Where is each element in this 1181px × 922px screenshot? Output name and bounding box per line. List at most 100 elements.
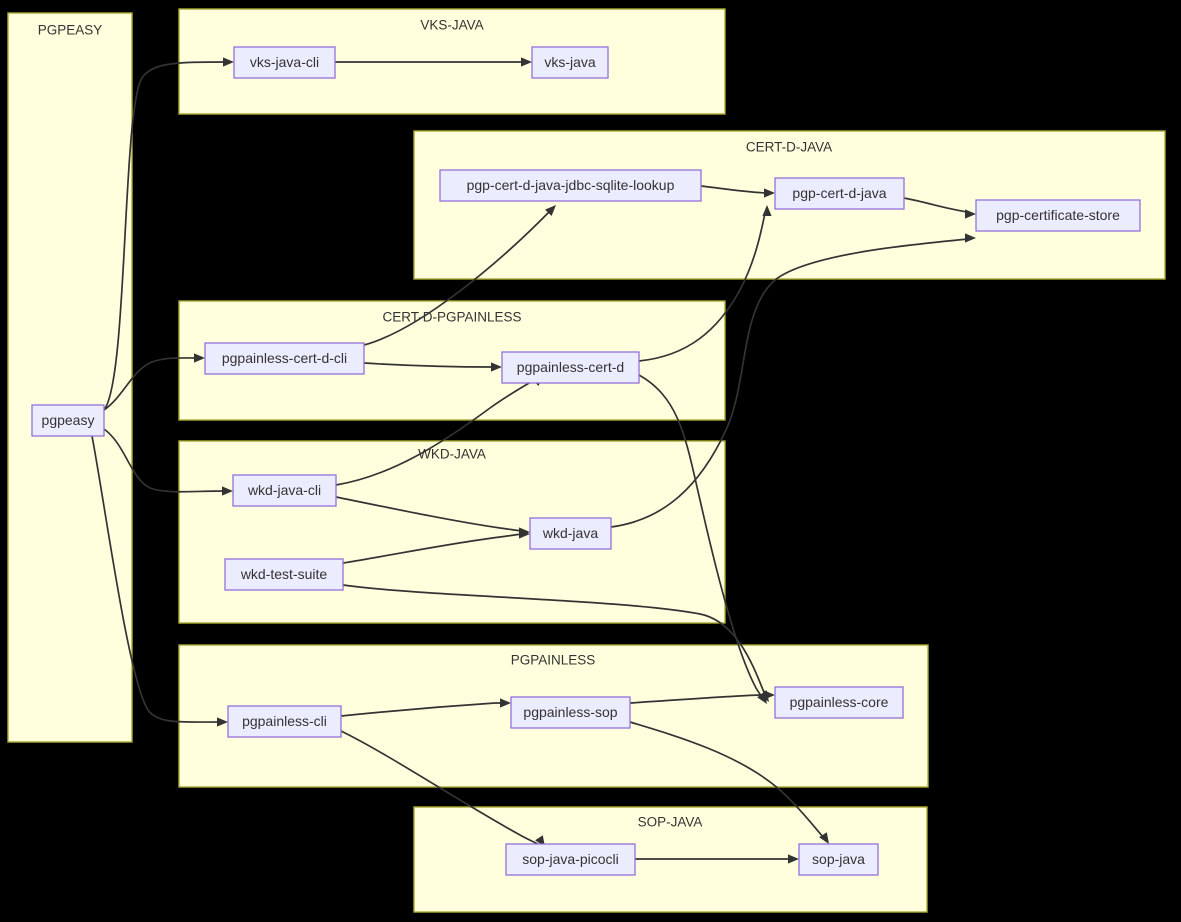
node-pgpainless-cli[interactable]: pgpainless-cli — [227, 705, 342, 738]
node-label: pgpainless-cli — [242, 713, 327, 729]
arrow-head-icon — [965, 209, 976, 219]
edge-line — [342, 533, 523, 564]
cluster-box — [178, 440, 726, 624]
edge-line — [363, 362, 495, 368]
node-pgpainless-core[interactable]: pgpainless-core — [774, 686, 904, 719]
node-pgpainless-sop[interactable]: pgpainless-sop — [510, 696, 631, 729]
node-box[interactable] — [204, 342, 365, 375]
edge-pgpainless-cert-d-cli--pgp-cert-d-java-jdbc-sqlite-lookup — [363, 205, 556, 346]
edge-line — [103, 428, 226, 493]
cluster-label: PGPAINLESS — [511, 653, 596, 668]
node-pgpainless-cert-d-cli[interactable]: pgpainless-cert-d-cli — [204, 342, 365, 375]
arrow-head-icon — [764, 690, 775, 700]
edge-line — [103, 61, 227, 411]
node-box[interactable] — [505, 843, 636, 876]
node-label: vks-java — [544, 54, 596, 70]
node-sop-java[interactable]: sop-java — [798, 843, 879, 876]
node-box[interactable] — [798, 843, 879, 876]
node-label: wkd-java-cli — [247, 482, 321, 498]
node-label: pgpainless-core — [790, 694, 889, 710]
node-box[interactable] — [31, 404, 105, 437]
nodes-layer: pgpeasy vks-java-cli vks-java pgp-cert-d-ja… — [31, 46, 1141, 876]
arrow-head-icon — [223, 57, 234, 67]
edge-line — [638, 374, 765, 701]
edge-line — [335, 378, 537, 486]
edge-line — [340, 702, 503, 717]
arrow-head-icon — [819, 832, 829, 844]
edge-line — [340, 730, 539, 845]
node-label: pgpainless-cert-d-cli — [222, 350, 347, 366]
arrow-head-icon — [521, 57, 532, 67]
arrow-head-icon — [764, 188, 775, 198]
node-label: sop-java-picocli — [522, 851, 618, 867]
edge-wkd-test-suite--wkd-java — [342, 529, 530, 564]
cluster-label: PGPEASY — [38, 23, 103, 38]
arrow-head-icon — [965, 233, 976, 243]
edge-vks-java-cli--vks-java — [335, 57, 532, 67]
node-vks-java[interactable]: vks-java — [531, 46, 609, 79]
edge-pgpeasy--vks-java-cli — [103, 57, 234, 411]
node-box[interactable] — [224, 558, 344, 591]
edge-pgpainless-sop--sop-java — [629, 721, 829, 844]
arrow-head-icon — [788, 854, 799, 864]
node-pgpeasy[interactable]: pgpeasy — [31, 404, 105, 437]
arrow-head-icon — [545, 205, 556, 217]
arrow-head-icon — [194, 353, 205, 363]
cluster-label: CERT-D-JAVA — [746, 140, 832, 155]
node-label: pgpainless-sop — [523, 704, 617, 720]
node-box[interactable] — [975, 199, 1141, 232]
node-box[interactable] — [531, 46, 609, 79]
node-box[interactable] — [439, 169, 702, 202]
node-label: pgpeasy — [42, 412, 95, 428]
node-box[interactable] — [232, 474, 337, 507]
edge-pgp-cert-d-java-jdbc-sqlite-lookup--pgp-cert-d-java — [700, 185, 775, 198]
edge-wkd-java--pgp-certificate-store — [610, 233, 976, 528]
node-vks-java-cli[interactable]: vks-java-cli — [233, 46, 336, 79]
node-label: pgp-cert-d-java-jdbc-sqlite-lookup — [467, 177, 675, 193]
edge-pgpeasy--wkd-java-cli — [103, 428, 233, 496]
node-label: sop-java — [812, 851, 865, 867]
node-label: pgpainless-cert-d — [517, 359, 624, 375]
node-box[interactable] — [529, 517, 612, 550]
node-label: vks-java-cli — [250, 54, 319, 70]
arrow-head-icon — [222, 486, 233, 496]
cluster-label: WKD-JAVA — [418, 447, 486, 462]
edge-line — [363, 210, 551, 346]
node-label: pgp-cert-d-java — [792, 185, 886, 201]
node-box[interactable] — [501, 351, 640, 384]
node-pgp-cert-d-java[interactable]: pgp-cert-d-java — [774, 177, 905, 210]
node-wkd-test-suite[interactable]: wkd-test-suite — [224, 558, 344, 591]
edge-line — [629, 721, 825, 839]
edge-line — [610, 238, 969, 528]
node-pgp-cert-d-java-jdbc-sqlite-lookup[interactable]: pgp-cert-d-java-jdbc-sqlite-lookup — [439, 169, 702, 202]
node-sop-java-picocli[interactable]: sop-java-picocli — [505, 843, 636, 876]
node-wkd-java[interactable]: wkd-java — [529, 517, 612, 550]
edge-line — [335, 496, 523, 532]
cluster-wkd_java: WKD-JAVA — [178, 440, 726, 624]
arrow-head-icon — [500, 698, 511, 708]
node-label: wkd-java — [542, 525, 598, 541]
edge-pgpainless-cert-d--pgp-cert-d-java — [638, 205, 772, 362]
node-pgpainless-cert-d[interactable]: pgpainless-cert-d — [501, 351, 640, 384]
node-wkd-java-cli[interactable]: wkd-java-cli — [232, 474, 337, 507]
arrow-head-icon — [519, 529, 530, 539]
arrow-head-icon — [491, 362, 502, 372]
cluster-label: CERT-D-PGPAINLESS — [382, 310, 521, 325]
edge-sop-java-picocli--sop-java — [635, 854, 799, 864]
cluster-pgpeasy: PGPEASY — [7, 12, 133, 743]
edge-pgpainless-cert-d-cli--pgpainless-cert-d — [363, 362, 502, 372]
edge-line — [91, 435, 221, 723]
edge-pgpeasy--pgpainless-cert-d-cli — [103, 353, 205, 411]
edge-pgp-cert-d-java--pgp-certificate-store — [903, 197, 976, 219]
node-box[interactable] — [510, 696, 631, 729]
node-box[interactable] — [774, 686, 904, 719]
node-box[interactable] — [774, 177, 905, 210]
node-label: pgp-certificate-store — [996, 207, 1120, 223]
node-box[interactable] — [227, 705, 342, 738]
edge-pgpainless-cli--pgpainless-sop — [340, 698, 511, 717]
node-label: wkd-test-suite — [240, 566, 328, 582]
node-pgp-certificate-store[interactable]: pgp-certificate-store — [975, 199, 1141, 232]
node-box[interactable] — [233, 46, 336, 79]
